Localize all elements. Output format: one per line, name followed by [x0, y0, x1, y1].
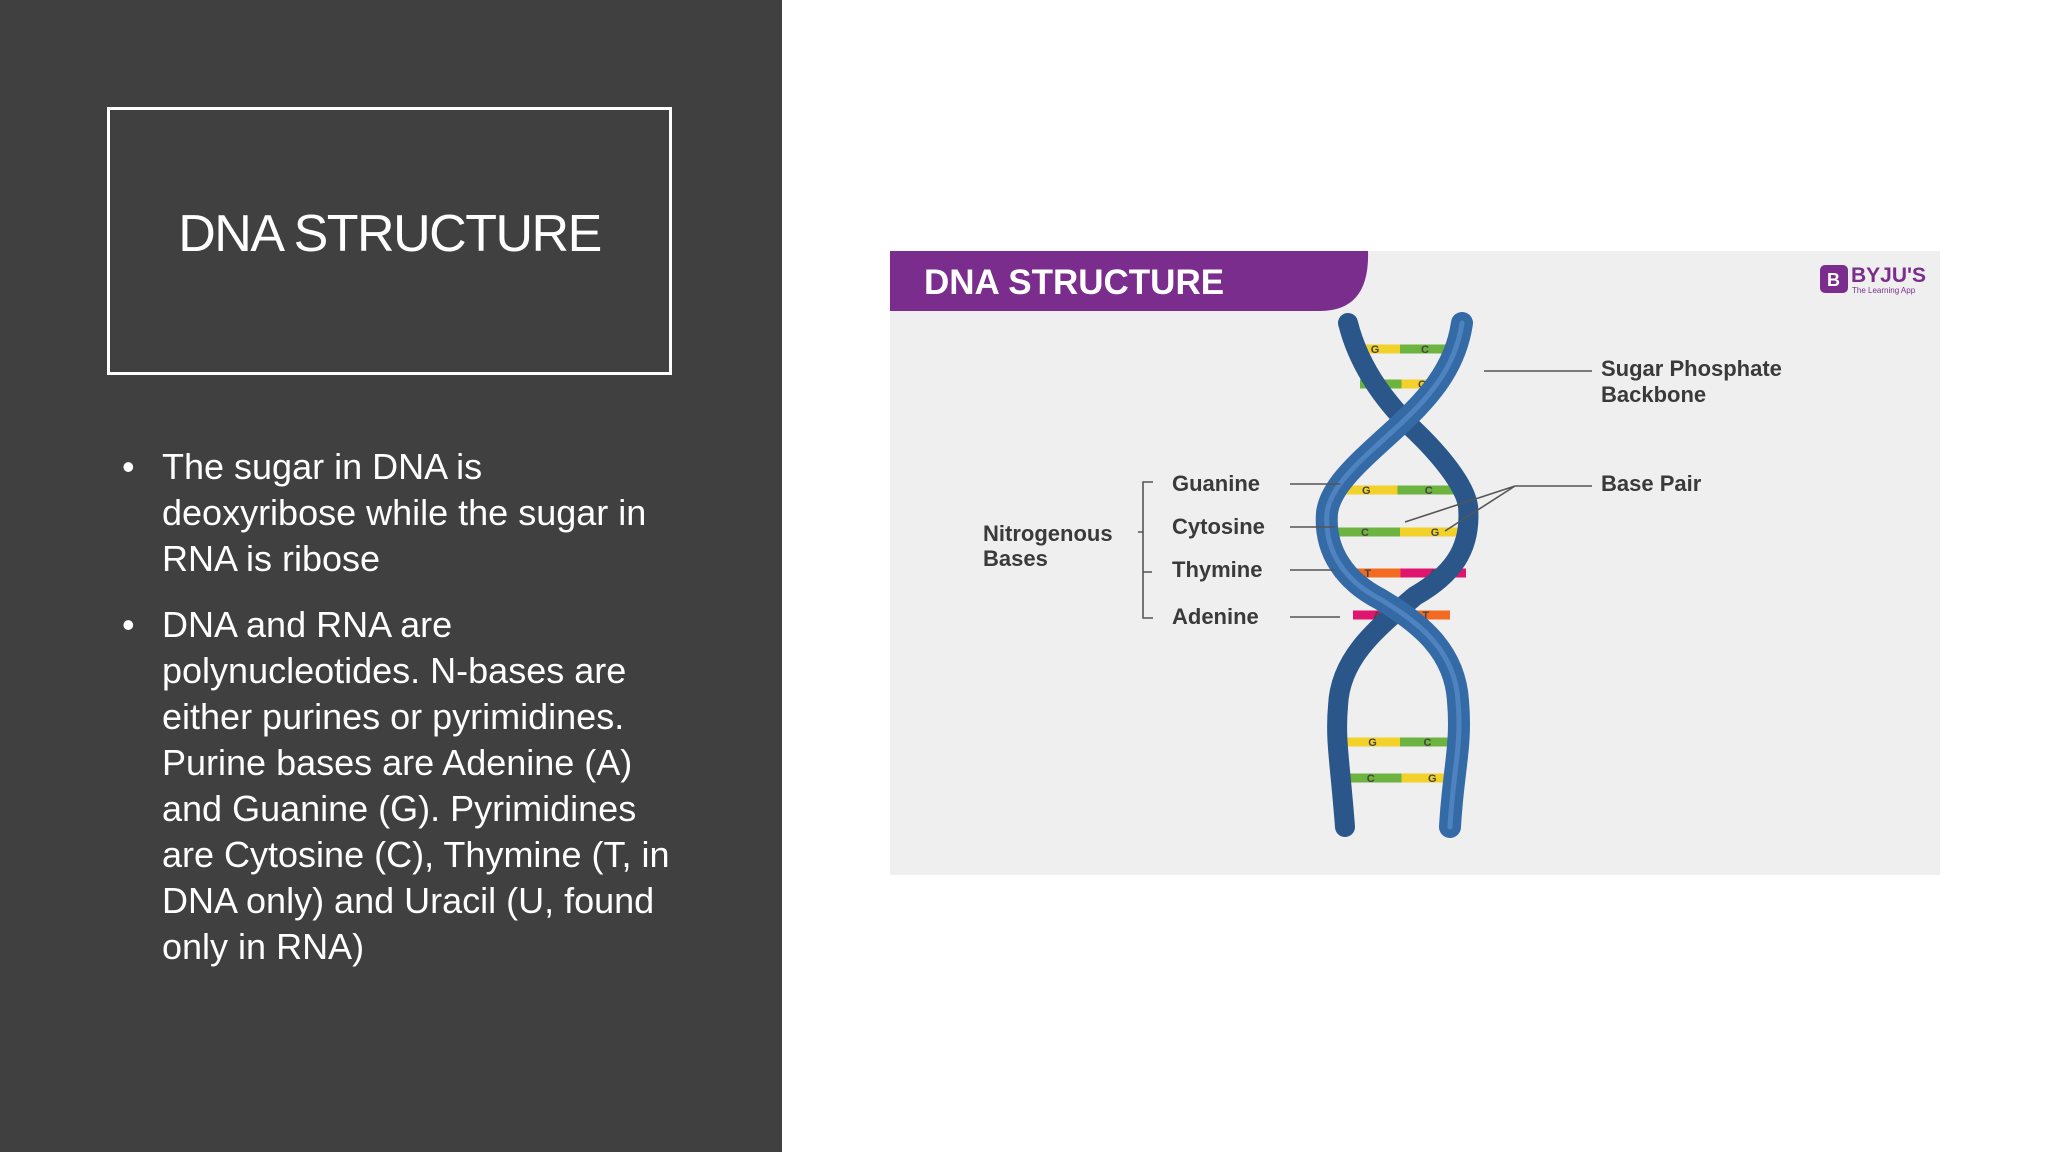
left-panel: DNA STRUCTURE • The sugar in DNA is deox… — [0, 0, 782, 1152]
base-pair-rung-left — [1330, 527, 1400, 537]
bases-bracket — [1138, 481, 1153, 619]
bullet-dot-icon: • — [122, 446, 135, 487]
base-pair-label: Base Pair — [1601, 471, 1702, 496]
dna-structure-diagram: DNA STRUCTURE B BYJU'S The Learning App … — [890, 251, 1940, 875]
base-letter-left: T — [1364, 568, 1371, 580]
base-label-cytosine: Cytosine — [1172, 514, 1265, 539]
bullet-text: DNA and RNA are polynucleotides. N-bases… — [162, 604, 670, 967]
base-pair-rung-right — [1400, 527, 1470, 537]
base-letter-left: C — [1367, 773, 1375, 785]
base-pair-rung-left — [1350, 344, 1400, 354]
logo-letter: B — [1827, 270, 1840, 290]
base-pair-rung-left — [1335, 568, 1401, 578]
dna-diagram-svg: DNA STRUCTURE B BYJU'S The Learning App … — [890, 251, 1926, 838]
backbone-label-line1: Sugar Phosphate — [1601, 356, 1782, 381]
sugar-phosphate-backbone — [1315, 312, 1479, 838]
backbone-label-line2: Backbone — [1601, 382, 1706, 407]
base-letter-left: C — [1361, 527, 1369, 539]
slide-title: DNA STRUCTURE — [178, 205, 602, 263]
base-pair-rung-right — [1400, 344, 1450, 354]
base-letter-right: G — [1431, 527, 1440, 539]
bullet-list: • The sugar in DNA is deoxyribose while … — [118, 444, 678, 990]
base-letter-right: G — [1428, 773, 1437, 785]
brand-tagline: The Learning App — [1852, 286, 1916, 295]
base-pair-rung-left — [1335, 485, 1398, 495]
bullet-item: • DNA and RNA are polynucleotides. N-bas… — [118, 602, 678, 970]
base-pair-rung-right — [1397, 485, 1460, 495]
base-leader-lines — [1290, 483, 1340, 618]
byjus-logo-icon — [1820, 265, 1848, 293]
bullet-dot-icon: • — [122, 604, 135, 645]
title-frame: DNA STRUCTURE — [107, 107, 672, 375]
base-letter-right: C — [1425, 485, 1433, 497]
base-pair-rung-right — [1400, 737, 1455, 747]
nitrogenous-label-line1: Nitrogenous — [983, 521, 1113, 546]
base-pair-rung-right — [1401, 379, 1443, 389]
base-pair-rung-left — [1345, 737, 1400, 747]
bullet-text: The sugar in DNA is deoxyribose while th… — [162, 446, 647, 579]
base-label-guanine: Guanine — [1172, 471, 1260, 496]
banner-title: DNA STRUCTURE — [924, 263, 1224, 302]
base-letter-right: C — [1424, 737, 1432, 749]
leader-base-pair — [1404, 485, 1592, 532]
base-pair-rung-left — [1340, 773, 1402, 783]
bullet-item: • The sugar in DNA is deoxyribose while … — [118, 444, 678, 582]
title-banner — [890, 251, 1369, 311]
base-letter-left: G — [1371, 344, 1380, 356]
base-label-thymine: Thymine — [1172, 557, 1262, 582]
base-pair-rung-right — [1401, 773, 1463, 783]
brand-name: BYJU'S — [1851, 264, 1926, 287]
base-pair-rung-right — [1401, 610, 1450, 620]
base-pair-rung-left — [1353, 610, 1402, 620]
base-letter-right: C — [1421, 344, 1429, 356]
nitrogenous-label-line2: Bases — [983, 546, 1048, 571]
base-letter-left: G — [1362, 485, 1371, 497]
base-letter-right: T — [1422, 610, 1429, 622]
base-letter-left: G — [1368, 737, 1377, 749]
base-label-adenine: Adenine — [1172, 604, 1259, 629]
helix-strand-highlight — [1324, 320, 1465, 830]
